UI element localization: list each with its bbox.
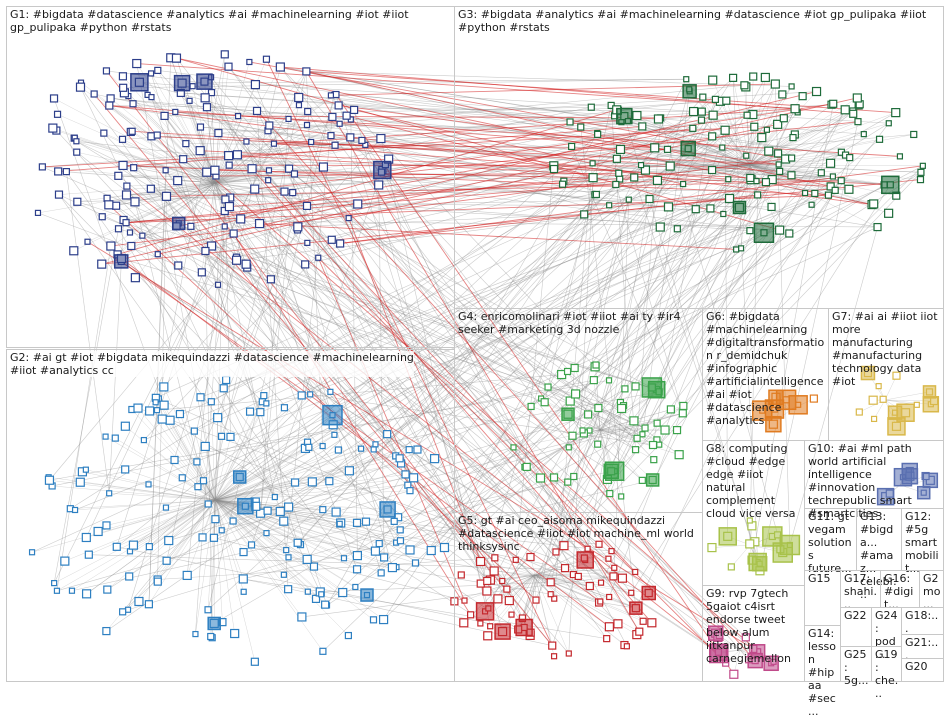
group-label-g14: G14: lesson #hipaa #sec...	[808, 627, 838, 718]
group-box-g6: G6: #bigdata #machinelearning #digitaltr…	[702, 308, 829, 441]
group-label-g3: G3: #bigdata #analytics #ai #machinelear…	[458, 8, 941, 34]
group-label-g22: G22	[844, 609, 869, 622]
group-box-g22: G22	[840, 607, 872, 647]
group-label-g17: G17: shahi...	[844, 572, 878, 611]
group-label-g9: G9: rvp 7gtech 5gaiot c4isrt endorse twe…	[706, 587, 802, 665]
network-graph: G1: #bigdata #datascience #analytics #ai…	[0, 0, 950, 688]
group-label-g15: G15	[808, 572, 838, 585]
group-box-g14: G14: lesson #hipaa #sec...	[804, 625, 841, 682]
group-label-g20: G20	[905, 660, 941, 673]
group-label-g11: G11: gt vegam solutions future...	[808, 510, 854, 575]
group-box-g5: G5: gt #ai ceo_aisoma mikequindazzi #dat…	[454, 512, 703, 682]
group-label-g18: G18:...	[905, 609, 941, 635]
group-box-g3: G3: #bigdata #analytics #ai #machinelear…	[454, 6, 944, 309]
group-label-g25: G25: 5g...	[844, 648, 869, 687]
group-box-g13: G13: #bigda... #amaz... celebr...	[856, 508, 902, 571]
group-box-g18: G18:...	[901, 607, 944, 635]
group-label-g8: G8: computing #cloud #edge edge #iiot na…	[706, 442, 802, 520]
group-label-g19: G19: che...	[875, 648, 899, 700]
group-label-g5: G5: gt #ai ceo_aisoma mikequindazzi #dat…	[458, 514, 700, 553]
group-box-g2: G2: #ai gt #iot #bigdata mikequindazzi #…	[6, 349, 455, 682]
group-box-g4: G4: enricomolinari #iot #iiot #ai ty #ir…	[454, 308, 703, 513]
group-label-g12: G12: #5g smart mobilit...	[905, 510, 941, 575]
group-box-g15: G15	[804, 570, 841, 626]
group-box-g24: G24: pod...	[871, 607, 902, 647]
group-box-g20: G20	[901, 658, 944, 682]
group-box-g10: G10: #ai #ml path world artificial intel…	[804, 440, 944, 509]
group-box-g17: G17: shahi...	[840, 570, 881, 608]
group-box-g7: G7: #ai ai #iiot iiot more manufacturing…	[828, 308, 944, 441]
group-box-g9: G9: rvp 7gtech 5gaiot c4isrt endorse twe…	[702, 585, 805, 682]
group-box-g12: G12: #5g smart mobilit...	[901, 508, 944, 571]
group-label-g1: G1: #bigdata #datascience #analytics #ai…	[10, 8, 452, 34]
group-box-g1: G1: #bigdata #datascience #analytics #ai…	[6, 6, 455, 348]
group-box-g25: G25: 5g...	[840, 646, 872, 682]
group-label-g7: G7: #ai ai #iiot iiot more manufacturing…	[832, 310, 941, 388]
group-box-g11: G11: gt vegam solutions future...	[804, 508, 857, 571]
group-label-g4: G4: enricomolinari #iot #iiot #ai ty #ir…	[458, 310, 700, 336]
group-label-g16: G16: #digit...	[884, 572, 917, 611]
group-box-g19: G19: che...	[871, 646, 902, 682]
group-label-g2: G2: #ai gt #iot #bigdata mikequindazzi #…	[10, 351, 414, 377]
group-box-g8: G8: computing #cloud #edge edge #iiot na…	[702, 440, 805, 586]
group-box-g16: G16: #digit...	[880, 570, 920, 608]
group-label-g2x: G2 mo...	[923, 572, 941, 611]
group-box-g2x: G2 mo...	[919, 570, 944, 608]
group-label-g6: G6: #bigdata #machinelearning #digitaltr…	[706, 310, 826, 427]
group-box-g21: G21:...	[901, 634, 944, 659]
